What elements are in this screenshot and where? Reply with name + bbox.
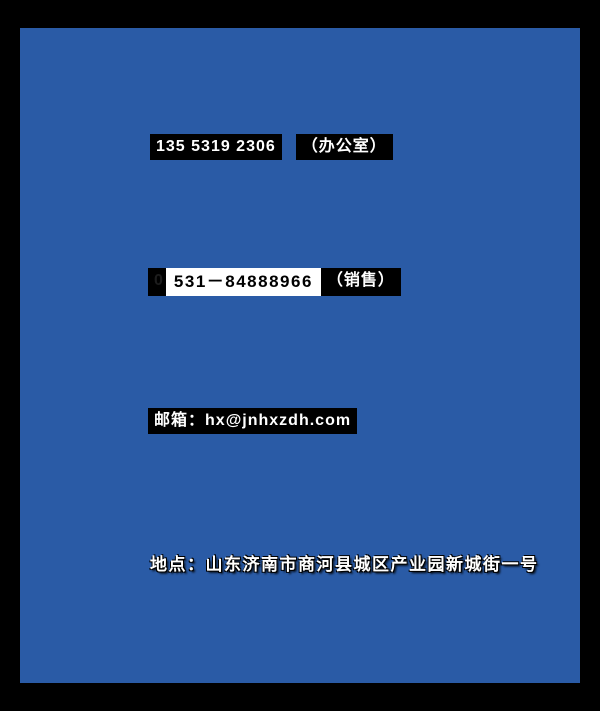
sales-phone-line: 0 531－84888966 （销售）: [148, 268, 401, 296]
address-text: 地点：山东济南市商河县城区产业园新城街一号: [150, 555, 539, 574]
email-address: hx@jnhxzdh.com: [205, 412, 352, 429]
email-chip: 邮箱：hx@jnhxzdh.com: [148, 408, 358, 435]
office-label: （办公室）: [295, 134, 393, 161]
contact-panel: 135 5319 2306 （办公室） 0 531－84888966 （销售） …: [20, 28, 580, 683]
office-phone-line: 135 5319 2306 （办公室）: [150, 134, 393, 161]
office-phone: 135 5319 2306: [150, 134, 282, 161]
sales-label: （销售）: [320, 268, 401, 296]
sales-phone-prefix: 0: [148, 268, 166, 296]
address-line: 地点：山东济南市商河县城区产业园新城街一号: [150, 555, 539, 575]
email-label: 邮箱：: [154, 412, 206, 429]
sales-phone-highlight: 531－84888966: [165, 268, 321, 296]
email-line: 邮箱：hx@jnhxzdh.com: [148, 408, 358, 435]
